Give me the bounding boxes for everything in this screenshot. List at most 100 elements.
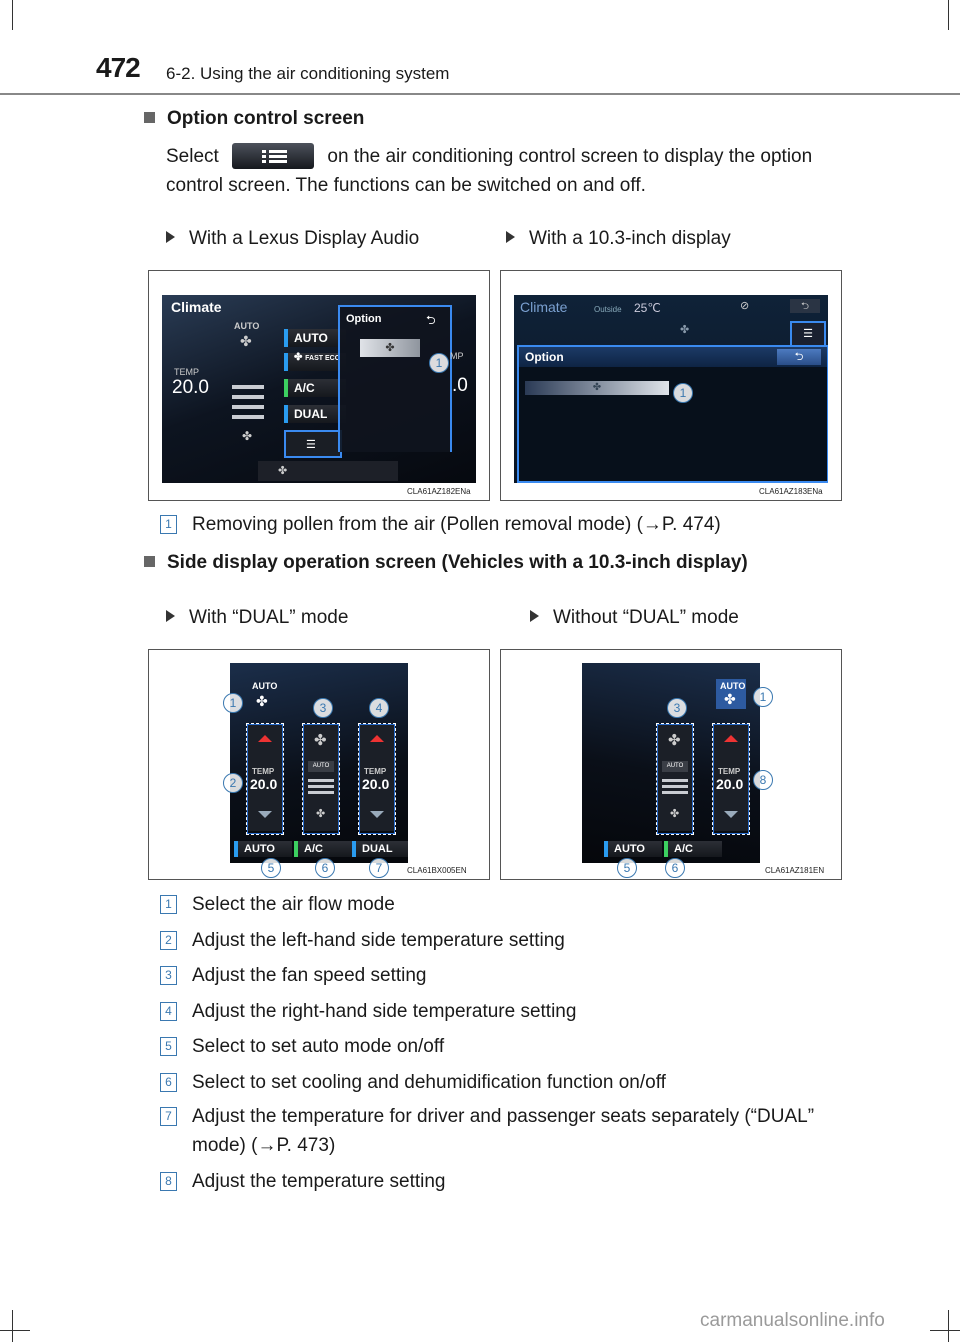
ac-button[interactable]: A/C	[284, 379, 346, 397]
lda-screen: Climate AUTO ✤ TEMP 20.0 ✤ AUTO ✤ FAST E…	[162, 295, 476, 483]
fan-auto-button[interactable]: AUTO	[662, 761, 688, 772]
legend-number: 1	[160, 515, 177, 534]
right-temp-value: 20.0	[362, 776, 390, 792]
airflow-button[interactable]	[716, 679, 746, 709]
display-103-screen: Climate Outside 25℃ ⊘ ⮌ ✤ ☰ Option ⮌ ✤	[514, 295, 828, 483]
airflow-icon[interactable]: ✤	[256, 693, 268, 709]
fan-level-bar	[232, 415, 264, 419]
callout-4: 4	[369, 698, 389, 718]
figure-lda-option: Climate AUTO ✤ TEMP 20.0 ✤ AUTO ✤ FAST E…	[148, 270, 490, 501]
legend-text: Adjust the temperature for driver and pa…	[192, 1106, 815, 1127]
legend-text: Select to set auto mode on/off	[192, 1036, 445, 1057]
header-rule	[0, 93, 960, 95]
figure-103-option: Climate Outside 25℃ ⊘ ⮌ ✤ ☰ Option ⮌ ✤ 1…	[500, 270, 842, 501]
ac-button[interactable]: A/C	[664, 841, 722, 857]
temp-label: TEMP	[718, 767, 741, 776]
fan-small-icon: ✤	[670, 808, 680, 820]
section-title: 6-2. Using the air conditioning system	[166, 64, 450, 83]
pollen-removal-button[interactable]: ✤	[360, 339, 420, 357]
back-button[interactable]: ⮌	[777, 349, 821, 365]
legend-number: 3	[160, 966, 177, 985]
fan-level-bar	[232, 395, 264, 399]
back-icon[interactable]: ⮌	[790, 299, 820, 313]
callout-1: 1	[223, 693, 243, 713]
outside-temp: 25℃	[634, 301, 661, 315]
callout-1: 1	[673, 383, 693, 403]
fast-eco-button[interactable]: ✤ FAST ECO	[284, 353, 346, 371]
dual-button[interactable]: DUAL	[284, 405, 346, 423]
crop-mark	[0, 1330, 30, 1331]
temp-value: 20.0	[716, 776, 744, 792]
right-temp-up-icon[interactable]	[370, 735, 384, 742]
legend-number: 6	[160, 1073, 177, 1092]
temp-up-icon[interactable]	[724, 735, 738, 742]
left-temp-label: TEMP	[252, 767, 275, 776]
legend-text: Adjust the fan speed setting	[192, 965, 427, 986]
fan-panel	[658, 725, 692, 831]
temp-label: TEMP	[174, 367, 200, 377]
figure-code: CLA61AZ183ENa	[759, 487, 823, 496]
triangle-bullet-icon	[166, 610, 175, 622]
auto-button[interactable]: AUTO	[234, 841, 292, 857]
auto-button[interactable]: AUTO	[604, 841, 662, 857]
callout-6: 6	[315, 858, 335, 878]
left-temp-down-icon[interactable]	[258, 811, 272, 818]
auto-button[interactable]: AUTO	[284, 329, 346, 347]
fan-icon[interactable]: ✤	[668, 732, 681, 749]
fan-auto-button[interactable]: AUTO	[308, 761, 334, 772]
fan-highlight	[656, 723, 694, 835]
option-description: Select on the air conditioning control s…	[166, 142, 866, 200]
no-sync-icon: ⊘	[740, 300, 750, 312]
fan-icon: ✤	[240, 333, 252, 349]
left-temp-up-icon[interactable]	[258, 735, 272, 742]
back-icon[interactable]: ⮌	[426, 313, 436, 327]
temp-value: 20.0	[172, 377, 209, 398]
callout-5: 5	[261, 858, 281, 878]
square-bullet-icon	[144, 556, 155, 567]
callout-2: 2	[223, 773, 243, 793]
legend-text: Removing pollen from the air (Pollen rem…	[192, 514, 721, 535]
figure-side-dual: AUTO ✤ TEMP 20.0 ✤ AUTO ✤ TEMP 20.0 AUTO…	[148, 649, 490, 880]
legend-number: 2	[160, 931, 177, 950]
square-bullet-icon	[144, 112, 155, 123]
ac-button[interactable]: A/C	[294, 841, 352, 857]
option-menu-button[interactable]: ☰	[790, 321, 826, 347]
callout-3: 3	[313, 698, 333, 718]
option-panel: Option ⮌ ✤	[517, 345, 828, 483]
fan-level-bar	[232, 385, 264, 389]
legend-text: Select the air flow mode	[192, 894, 395, 915]
fan-level-bar	[308, 791, 334, 794]
airflow-auto-label: AUTO	[252, 681, 278, 691]
page-number: 472	[96, 52, 141, 83]
fan-level-bar	[662, 779, 688, 782]
option-menu-button[interactable]: ☰	[284, 430, 342, 458]
triangle-bullet-icon	[166, 231, 175, 243]
figure-code: CLA61BX005EN	[407, 866, 467, 875]
figure-code: CLA61AZ181EN	[765, 866, 825, 875]
legend-text: Adjust the left-hand side temperature se…	[192, 930, 565, 951]
callout-3: 3	[667, 698, 687, 718]
legend-number: 1	[160, 895, 177, 914]
sub-heading-dual: With “DUAL” mode	[166, 607, 348, 629]
airflow-icon: ✤	[724, 691, 736, 707]
fan-level-bar	[308, 785, 334, 788]
legend-text-continued: mode) (→P. 473)	[192, 1135, 336, 1156]
crop-mark	[948, 0, 949, 30]
crop-mark	[12, 0, 13, 30]
triangle-bullet-icon	[530, 610, 539, 622]
triangle-bullet-icon	[506, 231, 515, 243]
sub-heading-no-dual: Without “DUAL” mode	[530, 607, 739, 629]
side-heading: Side display operation screen (Vehicles …	[144, 552, 748, 574]
temp-down-icon[interactable]	[724, 811, 738, 818]
dual-button[interactable]: DUAL	[352, 841, 408, 857]
right-temp-down-icon[interactable]	[370, 811, 384, 818]
right-temp-highlight	[358, 723, 396, 835]
legend-text: Adjust the temperature setting	[192, 1171, 446, 1192]
pollen-removal-button[interactable]: ✤	[525, 381, 669, 395]
fan-level-bar	[662, 785, 688, 788]
fan-icon[interactable]: ✤	[314, 732, 327, 749]
fan-level-bar	[232, 405, 264, 409]
list-icon: ☰	[306, 439, 316, 451]
fan-level-bar	[662, 791, 688, 794]
airflow-auto-label: AUTO	[720, 681, 746, 691]
